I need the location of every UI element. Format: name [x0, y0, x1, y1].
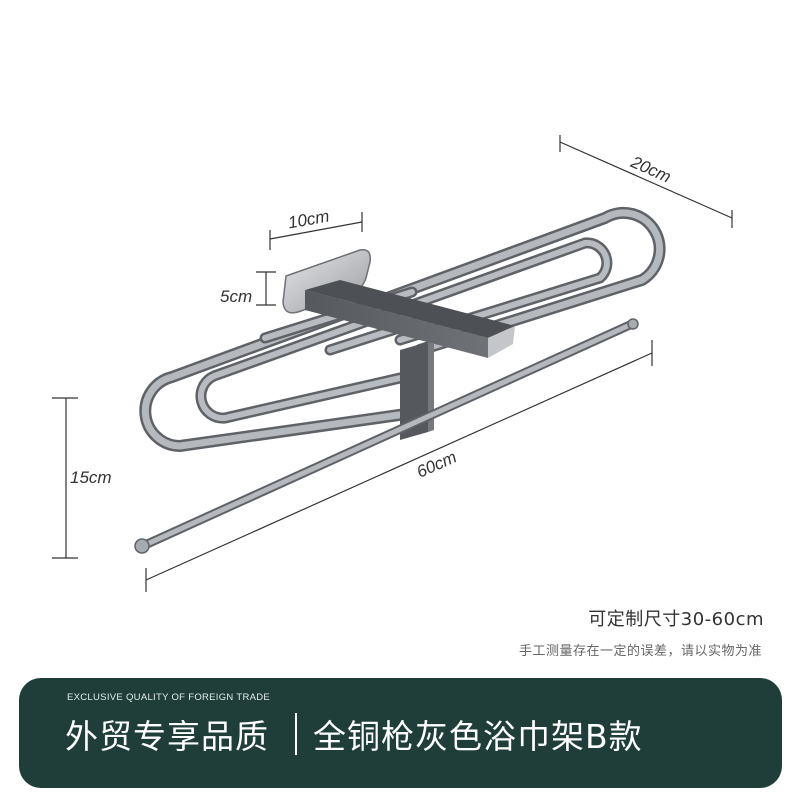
title-banner: EXCLUSIVE QUALITY OF FOREIGN TRADE 外贸专享品…	[19, 678, 782, 788]
banner-title: 外贸专享品质 全铜枪灰色浴巾架B款	[65, 710, 643, 758]
mount-block	[305, 280, 515, 358]
banner-tagline: EXCLUSIVE QUALITY OF FOREIGN TRADE	[67, 692, 271, 703]
dimension-height-label: 15cm	[70, 468, 112, 487]
custom-size-note: 可定制尺寸30-60cm	[588, 609, 764, 630]
banner-title-left: 外贸专享品质	[65, 717, 269, 756]
inner-rail	[195, 237, 613, 424]
dimension-mount-height-label: 5cm	[220, 287, 253, 306]
outer-rail	[139, 206, 666, 453]
dimension-lines	[52, 135, 733, 592]
measurement-disclaimer: 手工测量存在一定的误差，请以实物为准	[518, 644, 762, 659]
towel-bar	[134, 318, 639, 554]
banner-title-right: 全铜枪灰色浴巾架B款	[313, 717, 643, 756]
banner-divider	[295, 713, 297, 755]
